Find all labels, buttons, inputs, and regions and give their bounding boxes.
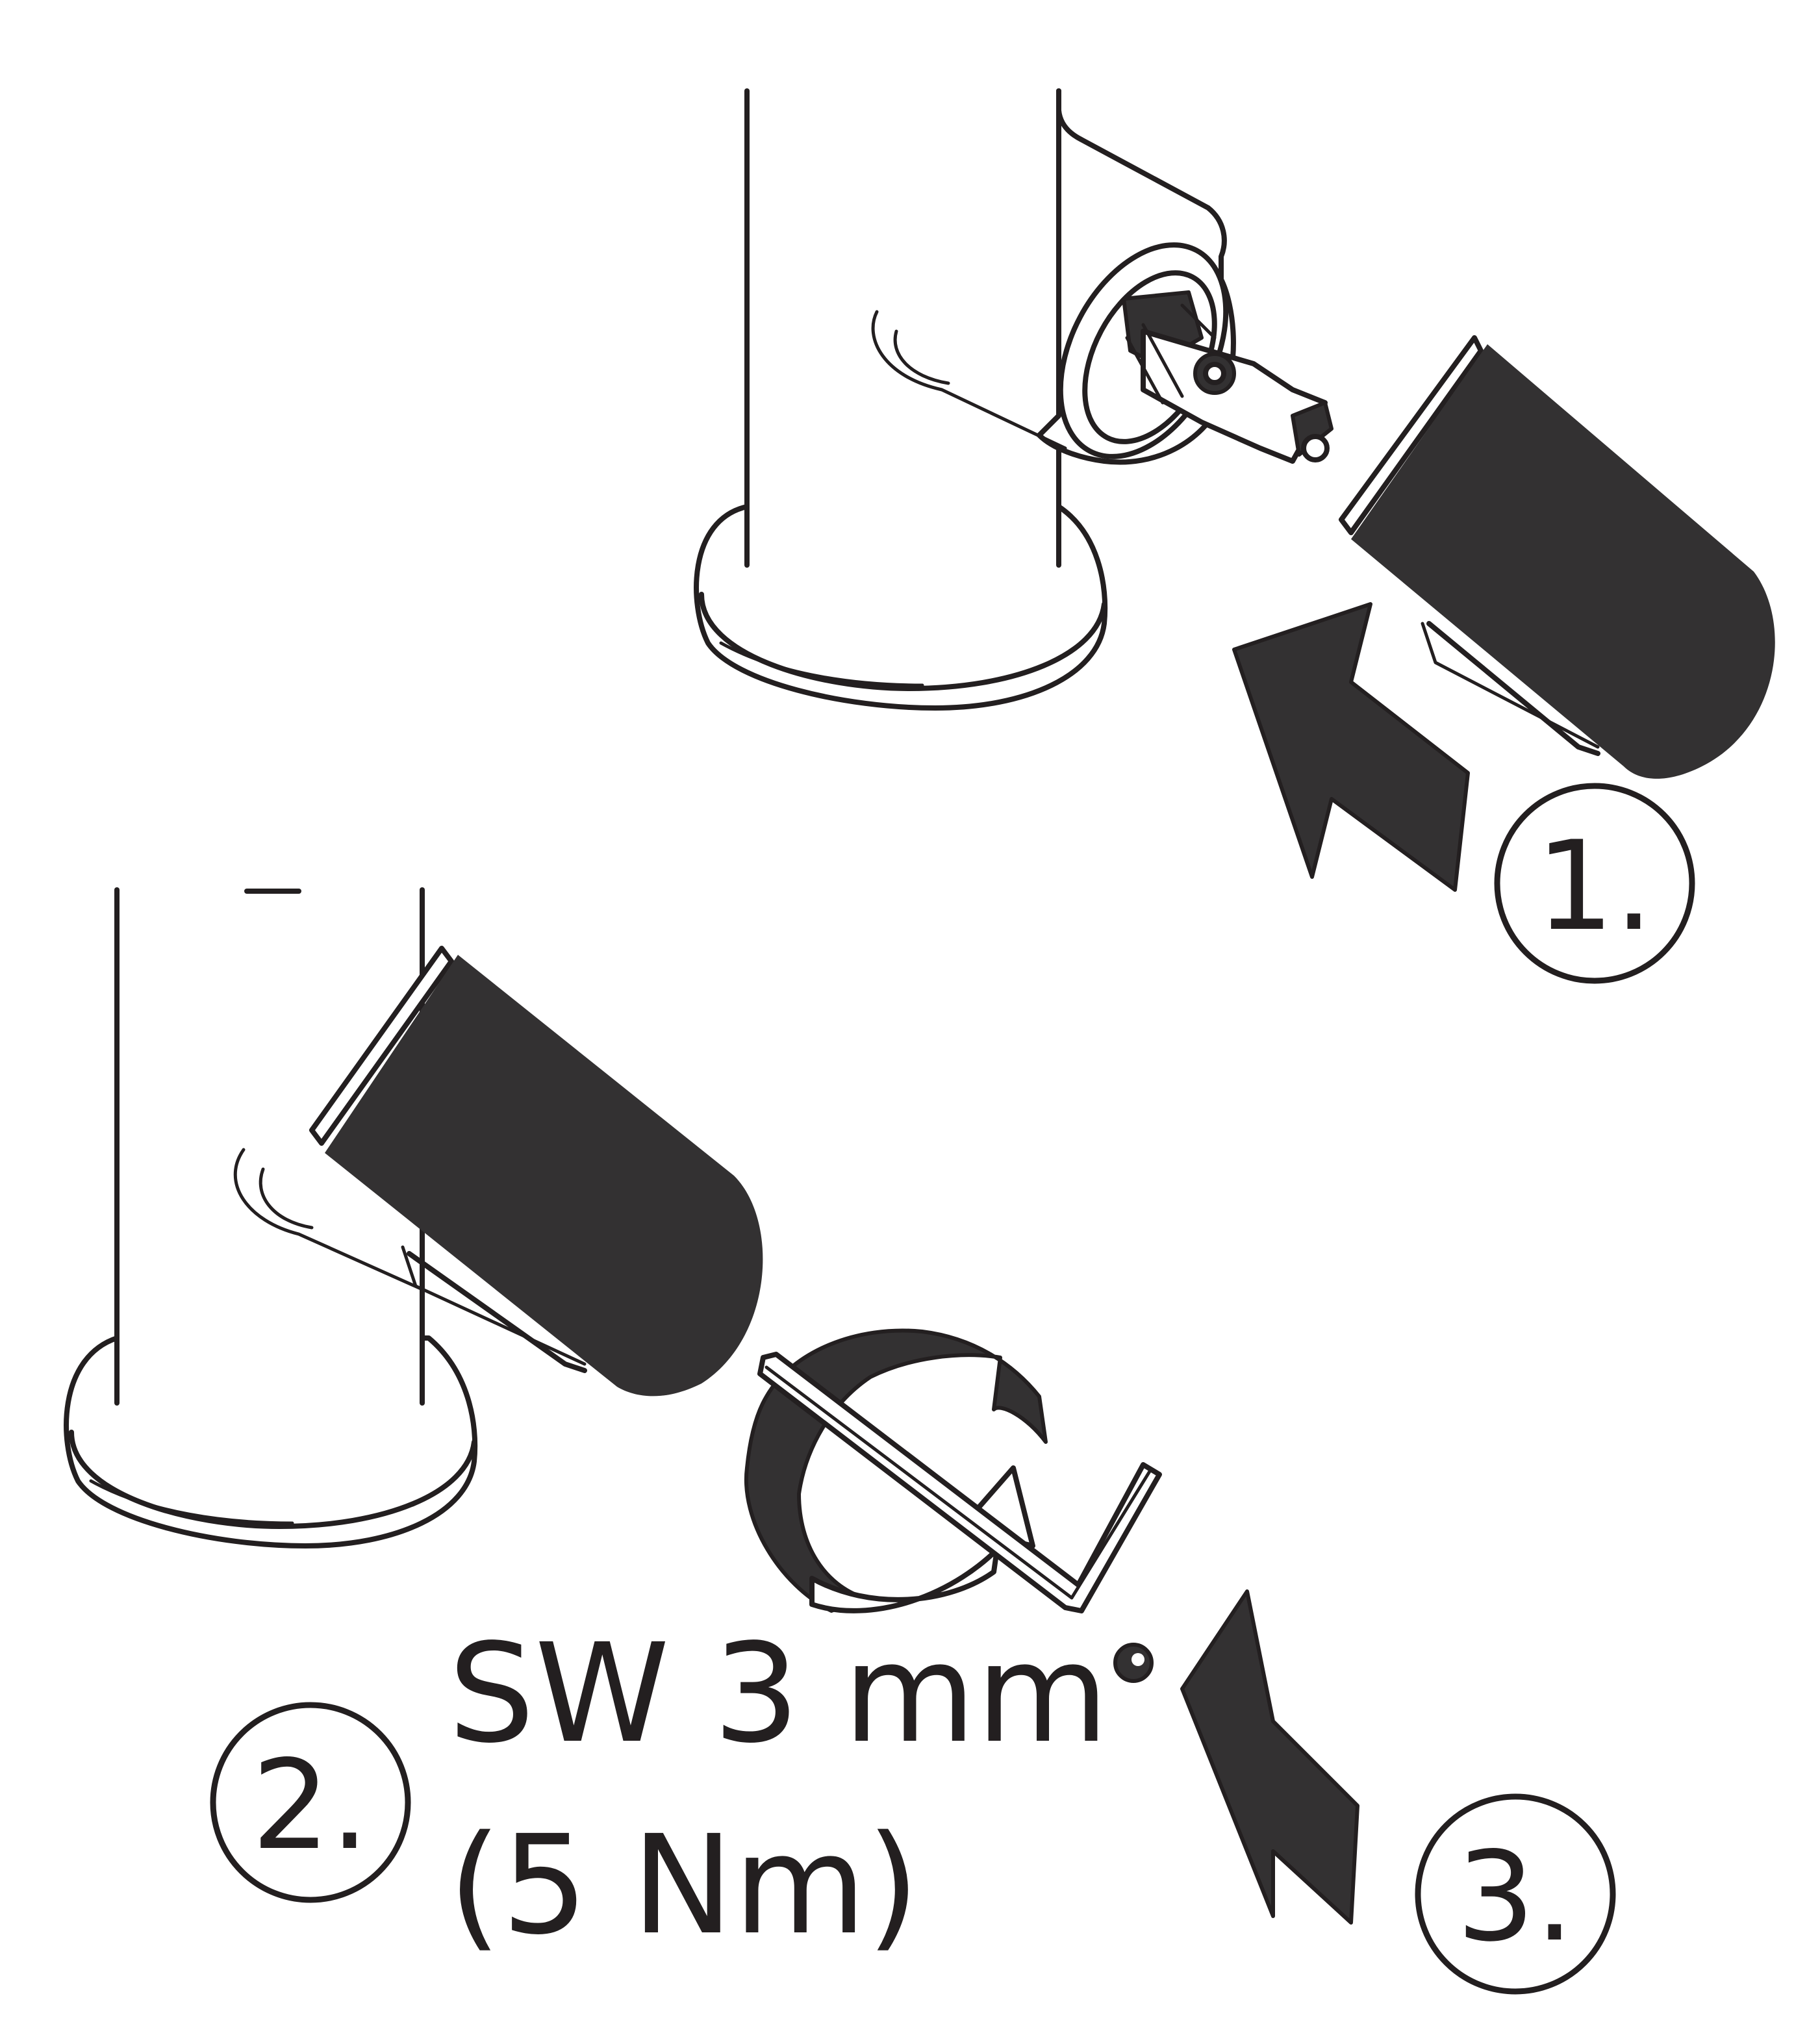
step-1-label: 1. <box>1536 815 1653 958</box>
panel-2-faucet <box>64 887 478 1548</box>
hex-key-icon <box>757 1352 1162 1613</box>
faucet-body-top <box>744 88 1061 568</box>
insert-arrow-1 <box>1232 602 1470 892</box>
insert-arrow-3 <box>1180 1589 1359 1925</box>
step-2-label: 2. <box>251 1734 369 1877</box>
valve-cartridge <box>1122 290 1333 464</box>
torque-label: (5 Nm) <box>448 1806 920 1965</box>
tool-size-label: SW 3 mm <box>448 1614 1109 1773</box>
spout-sleeve-top <box>1339 335 1775 779</box>
step-1-badge: 1. <box>1494 783 1695 984</box>
set-screw-icon <box>1113 1643 1154 1683</box>
tool-spec: SW 3 mm (5 Nm) <box>448 1614 1109 1965</box>
step-3-badge: 3. <box>1415 1793 1616 1995</box>
step-2-badge: 2. <box>210 1702 411 1903</box>
panel-1-faucet <box>694 88 1333 711</box>
spout-sleeve-bottom <box>309 946 763 1396</box>
step-3-label: 3. <box>1456 1825 1574 1969</box>
